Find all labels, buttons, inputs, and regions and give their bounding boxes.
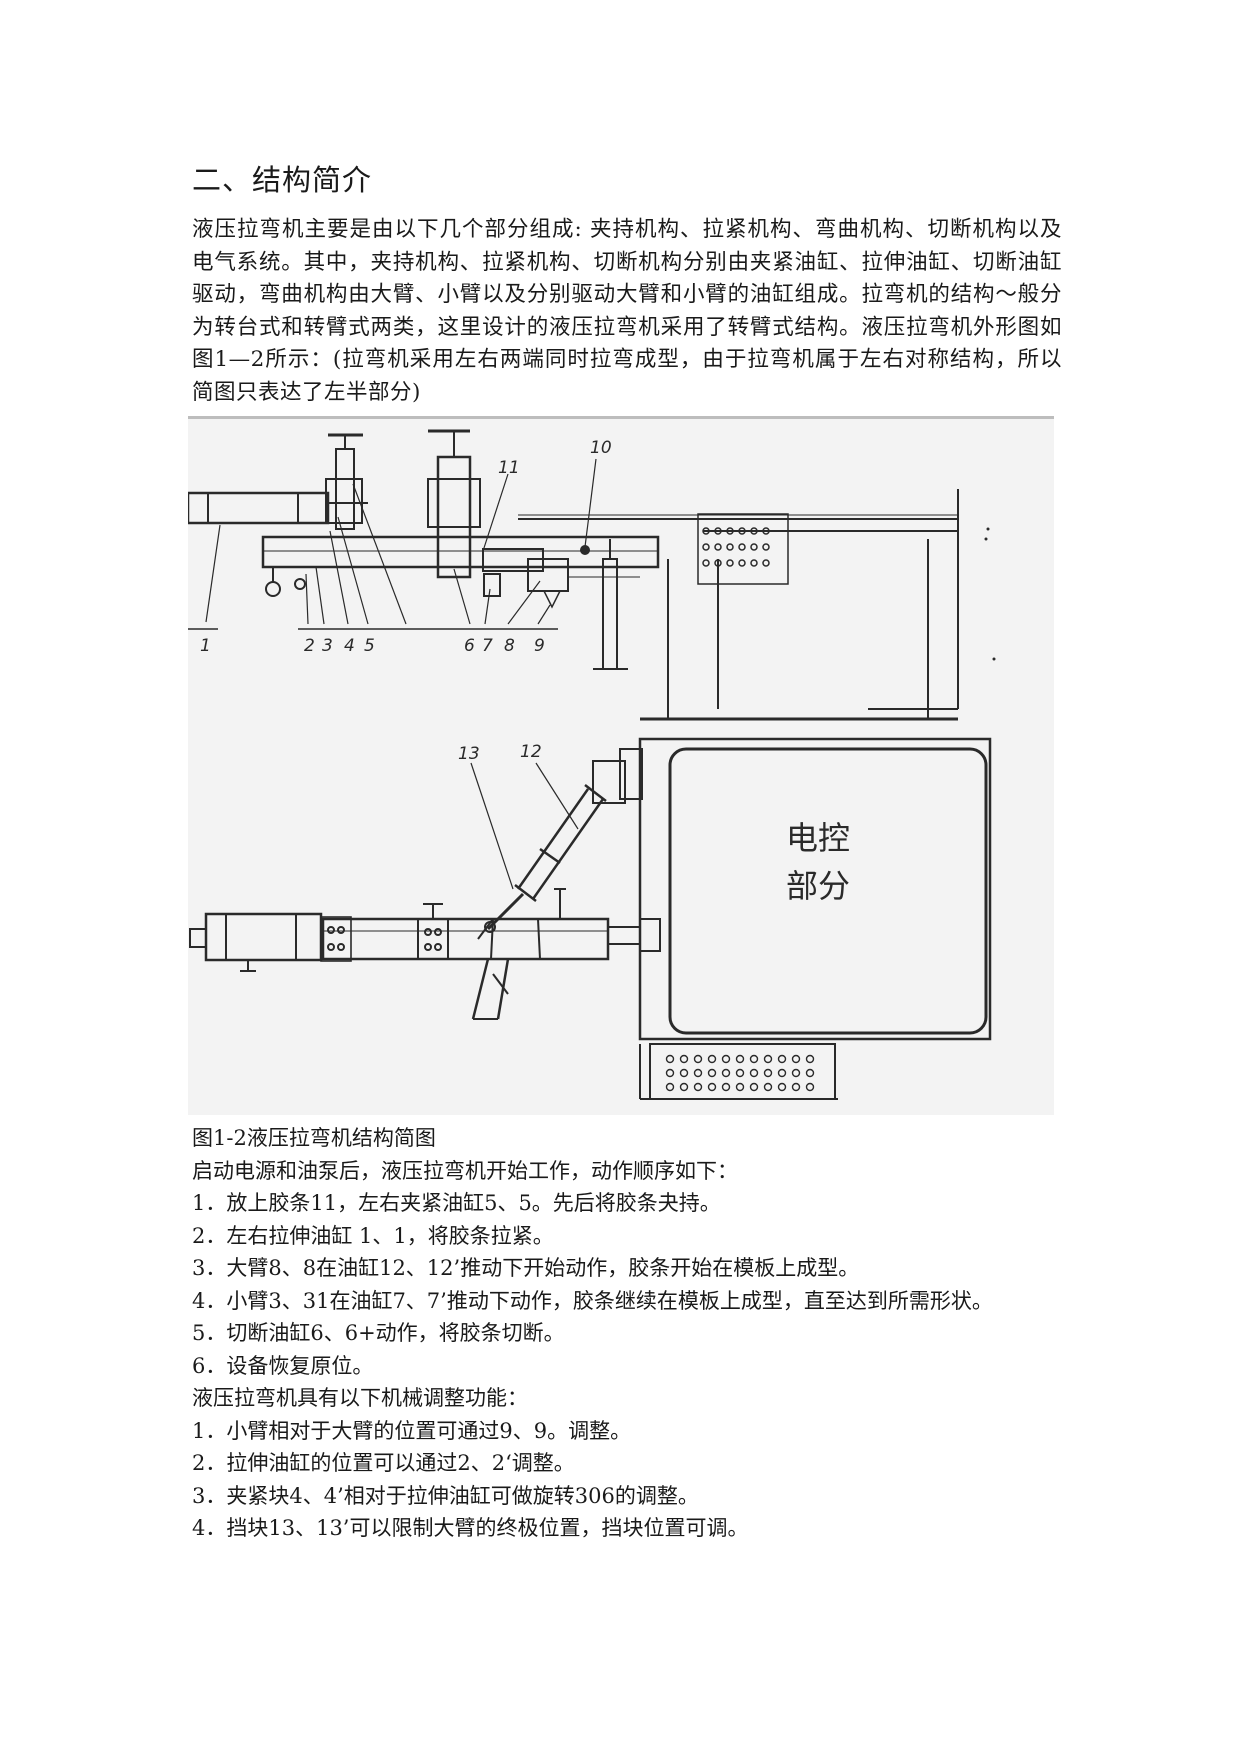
- callout-9: 9: [534, 636, 545, 656]
- sequence-step-3: 3．大臂8、8在油缸12、12’推动下开始动作，胶条开始在模板上成型。: [192, 1256, 860, 1280]
- machine-diagram: 1 2 3 4 5 6 7 8 9 10 11: [188, 429, 996, 1100]
- adjustment-item-2: 2．拉伸油缸的位置可以通过2、2‘调整。: [192, 1451, 575, 1475]
- section-heading: 二、结构简介: [192, 163, 373, 197]
- sequence-step-5: 5．切断油缸6、6+动作，将胶条切断。: [192, 1321, 565, 1345]
- callout-11: 11: [498, 458, 520, 478]
- callout-7: 7: [482, 636, 493, 656]
- upper-view: 1 2 3 4 5 6 7 8 9 10 11: [188, 429, 959, 721]
- control-panel-label-line2: 部分: [786, 867, 850, 905]
- sequence-step-1: 1．放上胶条11，左右夹紧油缸5、5。先后将胶条夬持。: [192, 1191, 721, 1215]
- lower-vent-holes: [665, 1054, 815, 1092]
- callout-4: 4: [344, 636, 355, 656]
- callout-13: 13: [458, 744, 480, 764]
- adjustments-intro: 液压拉弯机具有以下机械调整功能：: [192, 1386, 528, 1410]
- lower-view: 电控 部分: [189, 737, 992, 1100]
- callout-5: 5: [364, 636, 375, 656]
- adjustment-item-1: 1．小臂相对于大臂的位置可通过9、9。调整。: [192, 1418, 632, 1443]
- callout-1: 1: [200, 636, 211, 656]
- sequence-step-6: 6．设备恢复原位。: [192, 1353, 374, 1378]
- callout-6: 6: [464, 636, 475, 656]
- callout-8: 8: [504, 636, 515, 656]
- callout-10: 10: [590, 438, 612, 458]
- control-panel-label-line1: 电控: [786, 819, 850, 857]
- adjustment-item-4: 4．挡块13、13’可以限制大臂的终极位置，挡块位置可调。: [192, 1516, 749, 1540]
- upper-vent-holes: [702, 527, 770, 567]
- sequence-step-4: 4．小臂3、31在油缸7、7’推动下动作，胶条继续在模板上成型，直至达到所需形状…: [192, 1288, 993, 1313]
- adjustment-item-3: 3．夹紧块4、4’相对于拉伸油缸可做旋转306的调整。: [192, 1483, 699, 1508]
- callout-12: 12: [520, 742, 542, 762]
- body-text: 图1-2液压拉弯机结构简图 启动电源和油泵后，液压拉弯机开始工作，动作顺序如下：…: [192, 1122, 1062, 1545]
- intro-paragraph: 液压拉弯机主要是由以下几个部分组成: 夹持机构、拉紧机构、弯曲机构、切断机构以及…: [192, 214, 1062, 409]
- machine-structure-figure: 1 2 3 4 5 6 7 8 9 10 11: [188, 416, 1054, 1115]
- scan-dots: [984, 527, 996, 661]
- figure-caption: 图1-2液压拉弯机结构简图: [192, 1126, 436, 1150]
- callout-2: 2: [304, 636, 315, 656]
- sequence-step-2: 2．左右拉伸油缸 1、1，将胶条拉紧。: [192, 1223, 554, 1248]
- intro-text: 液压拉弯机主要是由以下几个部分组成: 夹持机构、拉紧机构、弯曲机构、切断机构以及…: [192, 217, 1062, 405]
- sequence-intro: 启动电源和油泵后，液压拉弯机开始工作，动作顺序如下：: [192, 1158, 738, 1183]
- callout-3: 3: [322, 636, 333, 656]
